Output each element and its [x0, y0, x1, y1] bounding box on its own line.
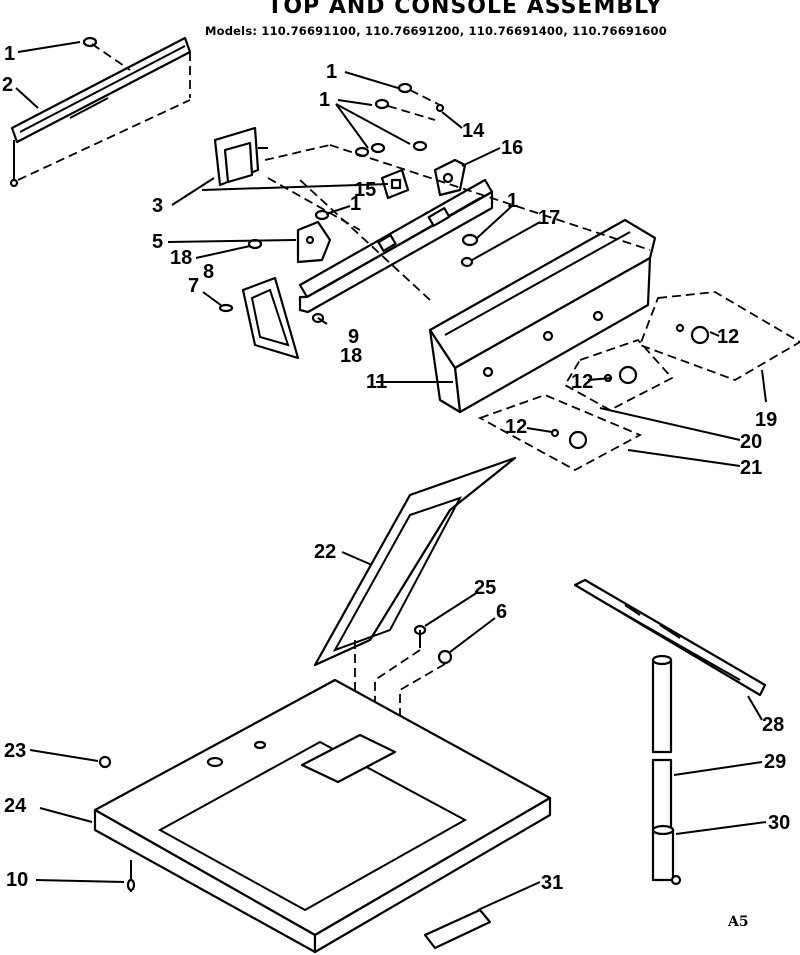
- diagram-title: TOP AND CONSOLE ASSEMBLY: [267, 0, 663, 19]
- callout-3: 3: [152, 195, 163, 217]
- model-number: 110.76691600: [572, 24, 667, 38]
- diagram-code: A5: [727, 914, 749, 930]
- callout-7: 7: [188, 275, 199, 297]
- part-3-block: [213, 126, 268, 187]
- callout-9: 9: [348, 326, 359, 348]
- part-16-bracket: [433, 158, 467, 197]
- part-15-switch: [380, 168, 410, 200]
- callout-31: 31: [541, 872, 563, 894]
- callout-1: 1: [326, 61, 337, 83]
- models-label: Models:: [205, 24, 258, 38]
- part-23-clip: [98, 755, 112, 769]
- part-30-fitting: [651, 824, 682, 886]
- part-10-screw: [126, 860, 136, 892]
- model-number: 110.76691100: [261, 24, 357, 38]
- callout-19: 19: [755, 409, 777, 431]
- part-21-outline: [477, 394, 643, 472]
- part-24-top: [93, 678, 552, 954]
- callout-29: 29: [764, 751, 786, 773]
- callout-21: 21: [740, 457, 762, 479]
- screw-part-1: [82, 36, 479, 247]
- model-number: 110.76691200: [364, 24, 460, 38]
- part-8-endcap: [241, 276, 300, 360]
- callout-18: 18: [340, 345, 362, 367]
- callout-8: 8: [203, 261, 214, 283]
- callout-5: 5: [152, 231, 163, 253]
- callout-25: 25: [474, 577, 496, 599]
- model-number: 110.76691400: [468, 24, 564, 38]
- part-6-nut: [437, 649, 453, 665]
- callout-1: 1: [507, 190, 518, 212]
- part-5-bracket: [296, 220, 332, 264]
- callout-11: 11: [366, 371, 387, 393]
- part-11-console: [428, 218, 657, 414]
- part-19-outline: [638, 291, 800, 381]
- callout-12: 12: [505, 416, 527, 438]
- knob-part-12: [550, 323, 710, 450]
- part-20-outline: [563, 338, 674, 412]
- callout-1: 1: [350, 193, 361, 215]
- callout-16: 16: [501, 137, 523, 159]
- part-7-clip: [218, 303, 234, 313]
- part-29-tube: [651, 654, 673, 832]
- callout-18: 18: [170, 247, 192, 269]
- callout-10: 10: [6, 869, 28, 891]
- part-22-panel: [313, 456, 517, 667]
- callout-2: 2: [2, 74, 13, 96]
- callout-17: 17: [538, 207, 560, 229]
- callout-24: 24: [4, 795, 27, 817]
- part-25-screw: [413, 624, 427, 648]
- callout-23: 23: [4, 740, 26, 762]
- callout-12: 12: [571, 371, 593, 393]
- callout-30: 30: [768, 812, 790, 834]
- callout-15: 15: [354, 179, 376, 201]
- callout-labels: 1 2 1 1 14 16 3 15 1 1 17 5 18 8 7 9 18 …: [2, 43, 790, 894]
- callout-20: 20: [740, 431, 762, 453]
- part-31-strip: [423, 908, 492, 950]
- part-28-bar: [573, 578, 767, 697]
- callout-6: 6: [496, 601, 507, 623]
- part-14-washer: [435, 103, 445, 113]
- part-17-screw: [460, 256, 474, 268]
- callout-1: 1: [319, 89, 330, 111]
- models-line: Models: 110.76691100, 110.76691200, 110.…: [205, 24, 667, 38]
- part-9-rail: [298, 178, 494, 314]
- callout-1: 1: [4, 43, 15, 65]
- callout-14: 14: [462, 120, 485, 142]
- callout-28: 28: [762, 714, 784, 736]
- callout-12: 12: [717, 326, 739, 348]
- leader-lines: [15, 41, 767, 911]
- callout-22: 22: [314, 541, 336, 563]
